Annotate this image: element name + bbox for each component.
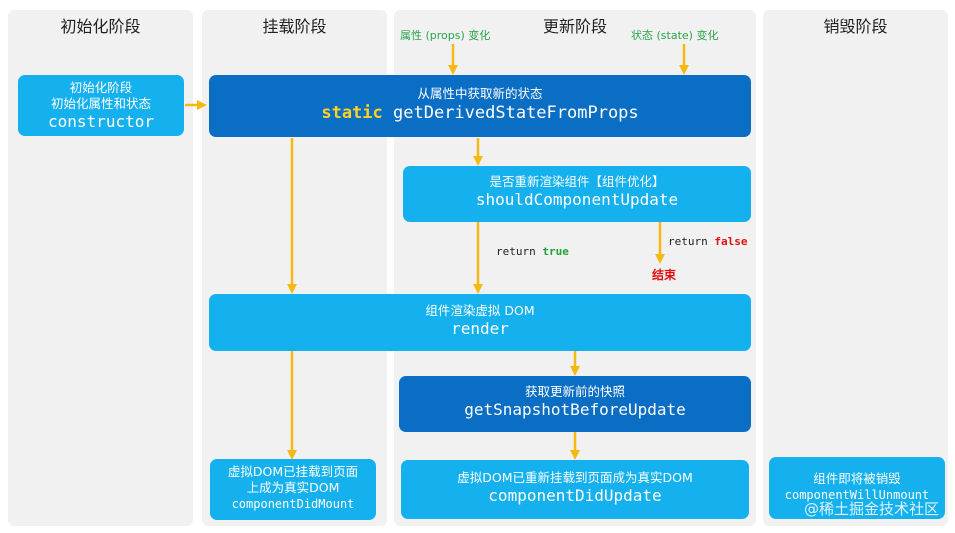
false-value: false (714, 235, 748, 248)
did-update-box: 虚拟DOM已重新挂载到页面成为真实DOM componentDidUpdate (401, 460, 749, 519)
constructor-box: 初始化阶段 初始化属性和状态 constructor (18, 75, 184, 136)
snapshot-method: getSnapshotBeforeUpdate (464, 400, 686, 419)
watermark: @稀土掘金技术社区 (803, 500, 939, 518)
did-update-method: componentDidUpdate (488, 486, 662, 505)
did-mount-method: componentDidMount (231, 497, 355, 511)
should-update-desc: 是否重新渲染组件【组件优化】 (489, 174, 665, 189)
will-unmount-desc: 组件即将被销毁 (813, 471, 901, 486)
derived-state-desc: 从属性中获取新的状态 (417, 86, 543, 101)
snapshot-box: 获取更新前的快照 getSnapshotBeforeUpdate (399, 376, 751, 432)
did-mount-line1: 虚拟DOM已挂载到页面 (227, 464, 359, 479)
state-change-label: 状态 (state) 变化 (631, 29, 719, 42)
unmount-column (763, 10, 948, 526)
snapshot-desc: 获取更新前的快照 (524, 384, 625, 399)
did-mount-box: 虚拟DOM已挂载到页面 上成为真实DOM componentDidMount (210, 459, 376, 520)
mount-phase-title: 挂载阶段 (262, 17, 327, 36)
derived-state-box: 从属性中获取新的状态 static getDerivedStateFromPro… (209, 75, 751, 137)
constructor-line2: 初始化属性和状态 (50, 96, 151, 111)
end-label: 结束 (652, 268, 677, 282)
did-update-desc: 虚拟DOM已重新挂载到页面成为真实DOM (457, 470, 693, 485)
return-keyword: return (496, 245, 536, 258)
will-unmount-box: 组件即将被销毁 componentWillUnmount (769, 457, 945, 519)
should-update-box: 是否重新渲染组件【组件优化】 shouldComponentUpdate (403, 166, 751, 222)
return-true-label: return true (496, 245, 569, 258)
render-method: render (451, 319, 509, 338)
unmount-phase-title: 销毁阶段 (823, 17, 888, 36)
init-phase-title: 初始化阶段 (60, 17, 141, 36)
update-phase-title: 更新阶段 (542, 17, 607, 36)
return-false-label: return false (668, 235, 748, 248)
should-update-method: shouldComponentUpdate (475, 190, 679, 209)
constructor-line1: 初始化阶段 (69, 80, 133, 95)
render-box: 组件渲染虚拟 DOM render (209, 294, 751, 351)
return-keyword: return (668, 235, 708, 248)
props-change-label: 属性 (props) 变化 (400, 29, 491, 42)
true-value: true (542, 245, 569, 258)
will-unmount-method: componentWillUnmount (784, 488, 930, 502)
constructor-method: constructor (48, 112, 154, 131)
derived-state-method: getDerivedStateFromProps (393, 103, 639, 123)
did-mount-line2: 上成为真实DOM (246, 480, 340, 495)
static-keyword: static (321, 103, 383, 123)
render-desc: 组件渲染虚拟 DOM (425, 303, 535, 318)
derived-state-method-line: static getDerivedStateFromProps (209, 102, 751, 124)
